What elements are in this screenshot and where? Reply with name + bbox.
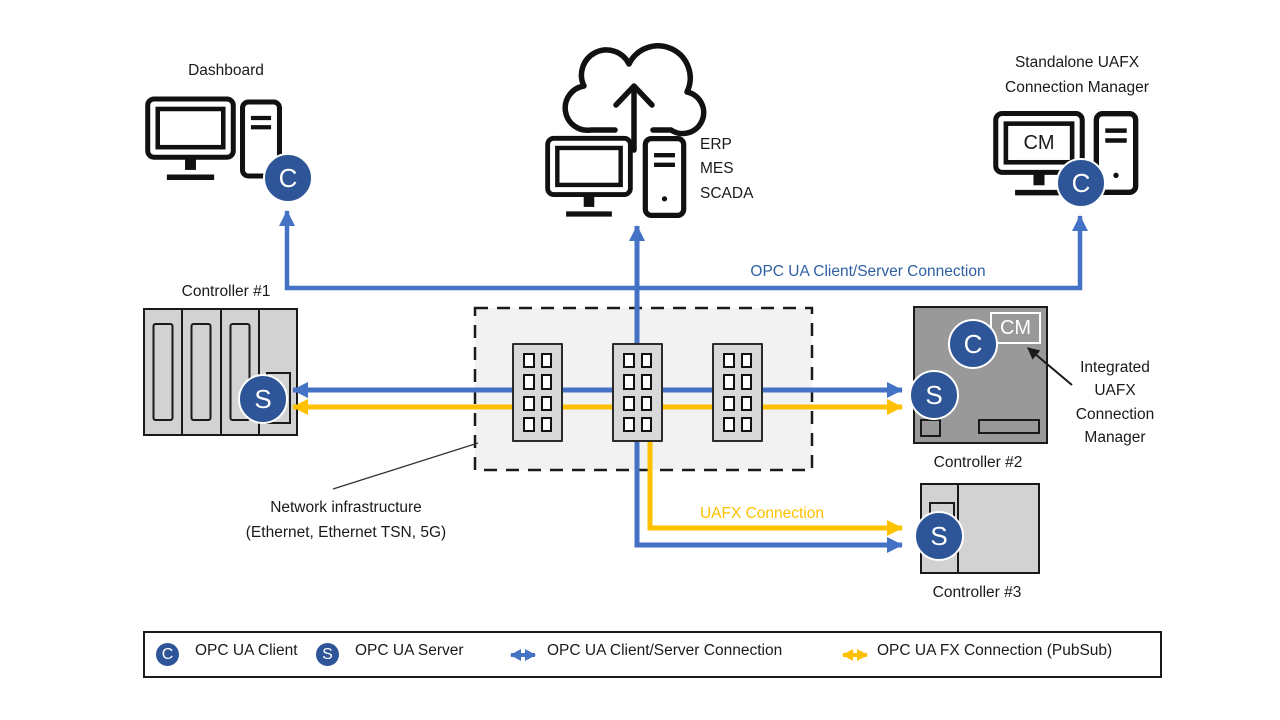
controller2-label: Controller #2 xyxy=(933,454,1023,471)
controller1-label: Controller #1 xyxy=(181,283,271,300)
uafx-route-controller3 xyxy=(647,407,903,536)
plc-module xyxy=(145,310,184,434)
monitor-icon xyxy=(993,110,1085,196)
client-server-route-top xyxy=(279,210,1088,291)
dashboard-label: Dashboard xyxy=(188,62,264,79)
computer-tower-icon xyxy=(1093,111,1139,195)
legend: C OPC UA Client S OPC UA Server OPC UA C… xyxy=(143,631,1162,678)
monitor-icon xyxy=(145,96,236,180)
network-infrastructure-label: Network infrastructure (Ethernet, Ethern… xyxy=(245,499,447,541)
legend-server-badge: S xyxy=(314,641,341,668)
integrated-cm-pointer-arrow xyxy=(1027,347,1073,386)
controller1-server-badge: S xyxy=(238,374,288,424)
yellow-double-arrow-icon xyxy=(842,649,868,661)
legend-fx-connection-label: OPC UA FX Connection (PubSub) xyxy=(877,642,1113,659)
plc-module xyxy=(183,310,222,434)
cloud-upload-icon xyxy=(562,43,707,153)
cloud-controller3-route xyxy=(629,225,903,553)
legend-client-badge: C xyxy=(154,641,181,668)
dashboard-client-badge: C xyxy=(263,153,313,203)
legend-client-label: OPC UA Client xyxy=(195,642,298,659)
integrated-cm-label: Integrated UAFX Connection Manager xyxy=(1075,359,1155,446)
network-switch-icon xyxy=(612,343,663,442)
network-switch-icon xyxy=(712,343,763,442)
legend-cs-connection-label: OPC UA Client/Server Connection xyxy=(547,642,783,659)
plc-module xyxy=(222,310,260,434)
network-switch-icon xyxy=(512,343,563,442)
standalone-cm-client-badge: C xyxy=(1056,158,1106,208)
standalone-cm-label: Standalone UAFX Connection Manager xyxy=(1005,54,1149,97)
blue-double-arrow-icon xyxy=(510,649,536,661)
erp-mes-scada-label: ERP MES SCADA xyxy=(700,136,754,202)
port-square xyxy=(920,419,941,437)
controller3-server-badge: S xyxy=(914,511,964,561)
computer-tower-icon xyxy=(240,99,282,179)
controller2-server-badge: S xyxy=(909,370,959,420)
controller3-label: Controller #3 xyxy=(932,584,1022,601)
cm-monitor-text: CM xyxy=(1023,132,1055,154)
controller2-client-badge: C xyxy=(948,319,998,369)
vent-slot xyxy=(978,419,1040,434)
network-label-pointer-line xyxy=(332,442,479,490)
legend-server-label: OPC UA Server xyxy=(355,642,464,659)
